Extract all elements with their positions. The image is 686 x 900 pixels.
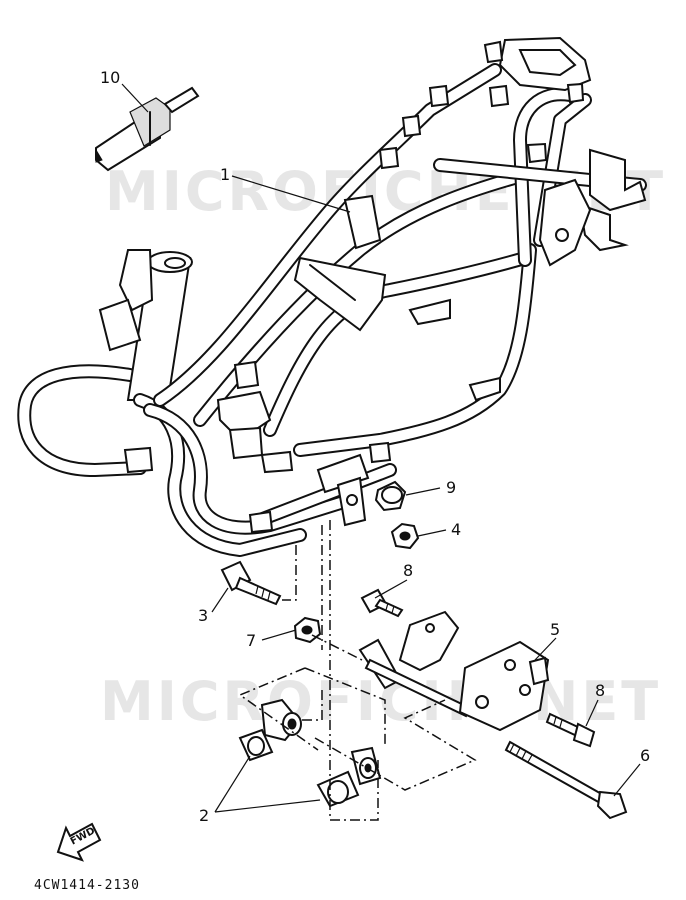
part-2-bushings (238, 698, 382, 808)
engine-mount-assembly (358, 610, 550, 732)
part-9-bush (374, 480, 407, 512)
callout-9: 9 (446, 478, 457, 497)
part-4-nut (390, 522, 420, 550)
callout-10: 10 (100, 68, 121, 87)
callout-3: 3 (198, 606, 209, 625)
assembly-guide-lines (238, 520, 477, 821)
callout-2: 2 (199, 806, 210, 825)
part-3-bolt (220, 560, 282, 606)
fwd-arrow-icon (56, 822, 102, 862)
callout-6: 6 (640, 746, 651, 765)
callout-1: 1 (220, 165, 231, 184)
part-7-nut (293, 616, 322, 644)
callout-8-lower: 8 (595, 681, 606, 700)
callout-4: 4 (451, 520, 462, 539)
part-6-long-bolt (504, 740, 628, 820)
callout-5: 5 (550, 620, 561, 639)
diagram-part-code: 4CW1414-2130 (34, 878, 140, 893)
callout-8-upper: 8 (403, 561, 414, 580)
callout-leaders (121, 83, 641, 813)
part-10-clamp (95, 86, 200, 172)
callout-7: 7 (246, 631, 257, 650)
part-8-bolt-lower (545, 712, 596, 748)
part-1-main-frame (17, 36, 647, 557)
